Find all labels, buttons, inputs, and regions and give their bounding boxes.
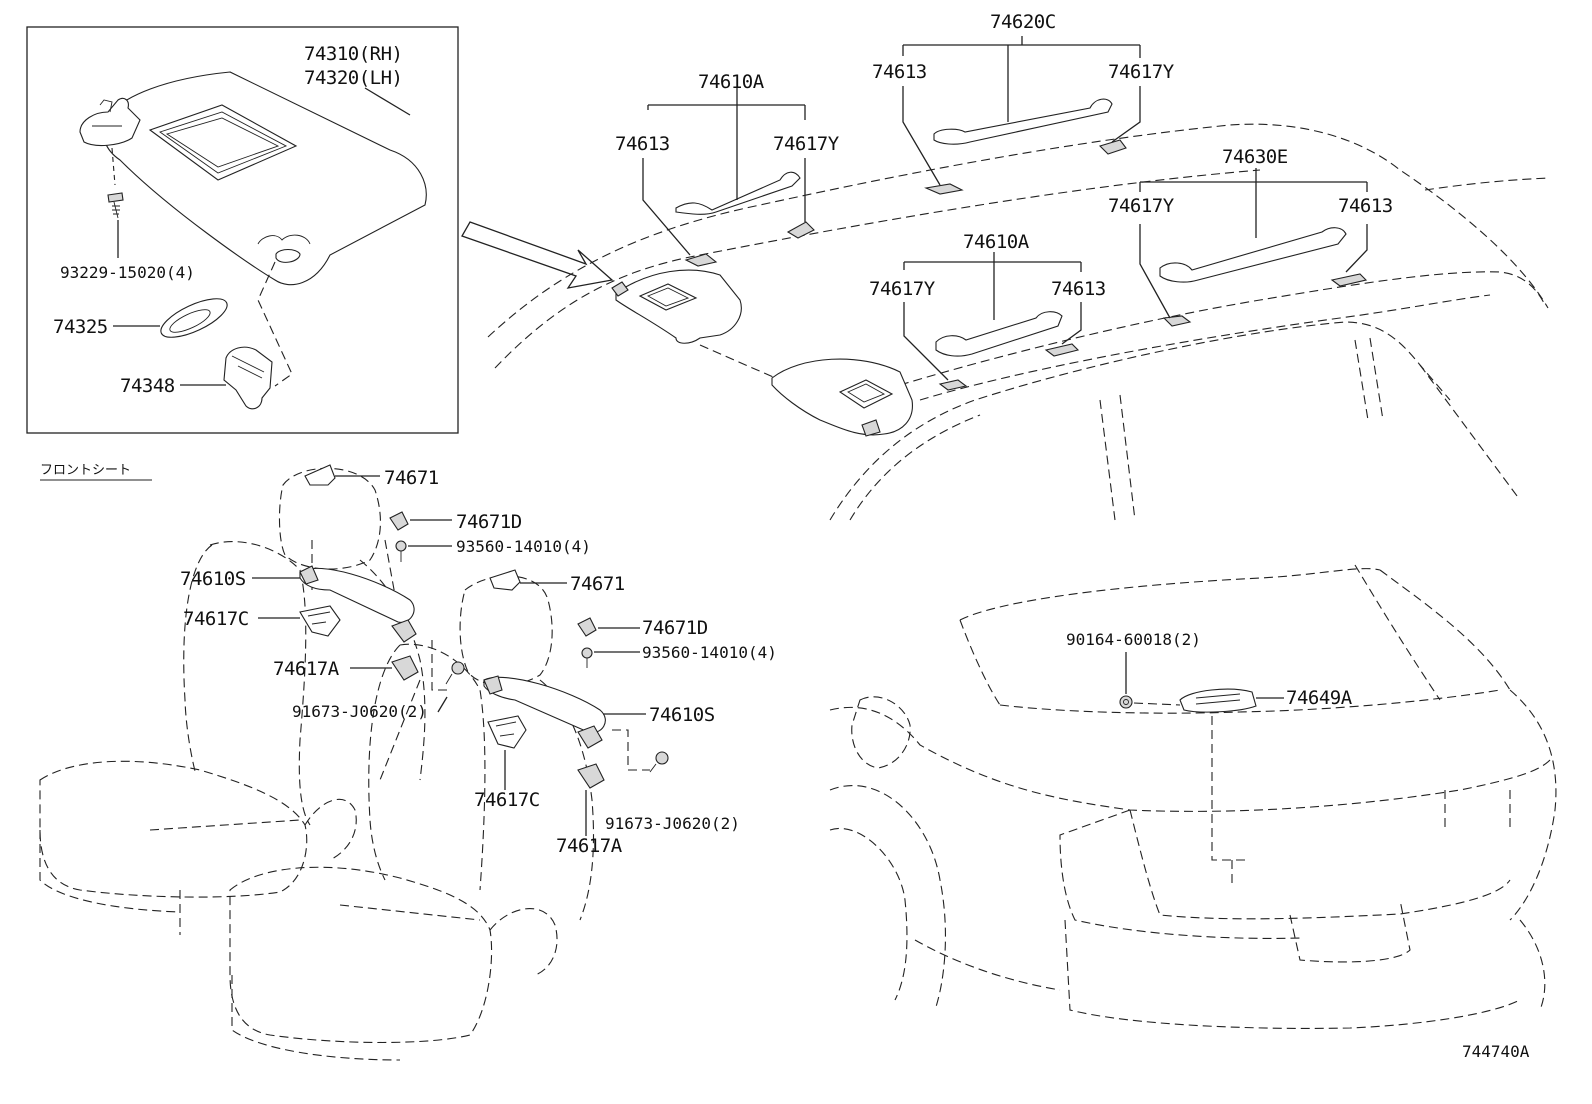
rear-trunk	[829, 564, 1557, 1029]
label-74613-2: 74613	[872, 61, 927, 83]
label-93560-1: 93560-14010(4)	[456, 537, 591, 556]
label-91673-2: 91673-J0620(2)	[605, 814, 740, 833]
label-74617Y-1: 74617Y	[773, 133, 840, 155]
label-74617C-1: 74617C	[183, 608, 249, 630]
label-74613-4: 74613	[1051, 278, 1106, 300]
sun-visor-inset	[26, 26, 459, 434]
label-90164: 90164-60018(2)	[1066, 630, 1201, 649]
label-74620C: 74620C	[990, 11, 1056, 33]
label-74610A-2: 74610A	[963, 231, 1030, 253]
label-74610S-1: 74610S	[180, 568, 246, 590]
roof-assembly	[461, 123, 1551, 521]
label-front-seat: フロントシート	[40, 463, 131, 478]
left-seat-parts	[252, 464, 465, 781]
label-93229: 93229-15020(4)	[60, 263, 195, 282]
diagram-id: 744740A	[1462, 1042, 1530, 1061]
label-74671-2: 74671	[570, 573, 625, 595]
label-74348: 74348	[120, 375, 175, 397]
label-74610A-1: 74610A	[698, 71, 765, 93]
label-74671D-2: 74671D	[642, 617, 708, 639]
callout-labels: 74310(RH) 74320(LH) 93229-15020(4) 74325…	[40, 11, 1530, 1061]
label-74613-3: 74613	[1338, 195, 1393, 217]
label-74649A: 74649A	[1286, 687, 1353, 709]
label-74610S-2: 74610S	[649, 704, 715, 726]
label-74613-1: 74613	[615, 133, 670, 155]
front-seats	[39, 467, 595, 1061]
label-74671D-1: 74671D	[456, 511, 522, 533]
label-74617A-1: 74617A	[273, 658, 340, 680]
label-74617Y-2: 74617Y	[1108, 61, 1175, 83]
roof-grip-74630E	[1139, 168, 1368, 327]
roof-grip-74610A-left	[642, 88, 815, 267]
label-74617Y-4: 74617Y	[869, 278, 936, 300]
roof-grip-74620C	[902, 36, 1141, 195]
label-74617A-2: 74617A	[556, 835, 623, 857]
label-74325: 74325	[53, 316, 108, 338]
roof-sun-visor	[611, 269, 913, 437]
label-74320: 74320(LH)	[304, 67, 402, 89]
roof-grip-74610A-right	[903, 252, 1082, 391]
right-seat-parts	[483, 569, 669, 836]
label-91673-1: 91673-J0620(2)	[292, 702, 427, 721]
label-74617C-2: 74617C	[474, 789, 540, 811]
label-74617Y-3: 74617Y	[1108, 195, 1175, 217]
label-74671-1: 74671	[384, 467, 439, 489]
label-93560-2: 93560-14010(4)	[642, 643, 777, 662]
label-74630E: 74630E	[1222, 146, 1288, 168]
label-74310: 74310(RH)	[304, 43, 402, 65]
